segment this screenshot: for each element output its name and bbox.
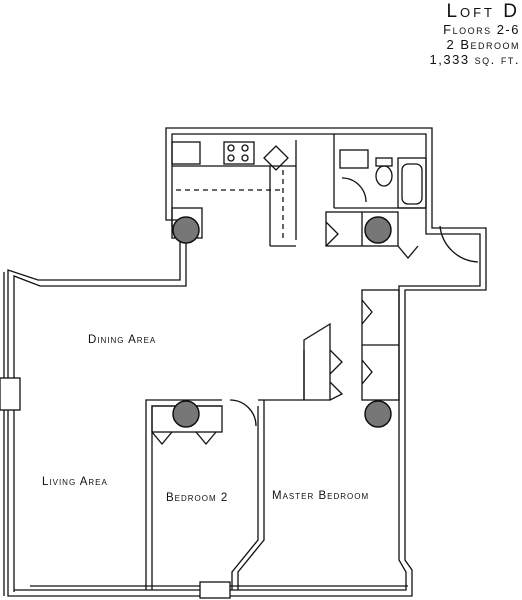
floors-text: Floors 2-6 [443, 22, 520, 37]
bedroom2-wall [145, 399, 222, 590]
dining-area-label: Dining Area [88, 334, 157, 346]
partition-wall [258, 350, 305, 401]
sink [171, 141, 201, 165]
bath-sink [339, 149, 369, 169]
toilet [375, 165, 393, 187]
column [0, 377, 21, 411]
bedrooms-text: 2 Bedroom [446, 37, 520, 52]
outer-wall-inner [13, 133, 481, 592]
bedroom2-door [229, 399, 257, 427]
entry-door [439, 225, 479, 263]
bath-door [341, 177, 367, 203]
column-circle [172, 400, 200, 428]
cooktop [223, 141, 255, 165]
area-text: 1,333 sq. ft. [429, 52, 520, 67]
unit-name: Loft D [446, 1, 520, 22]
bedroom2-label: Bedroom 2 [166, 492, 229, 504]
living-area-label: Living Area [42, 476, 108, 488]
closet [303, 322, 331, 401]
column-circle [172, 216, 200, 244]
master-bedroom-label: Master Bedroom [272, 490, 370, 502]
column [199, 581, 231, 599]
bathtub [397, 157, 427, 209]
corner-sink [263, 145, 289, 171]
title-block: Loft D Floors 2-6 2 Bedroom 1,333 sq. ft… [430, 0, 520, 66]
column-circle [364, 216, 392, 244]
column-circle [364, 400, 392, 428]
outer-wall [7, 127, 487, 597]
